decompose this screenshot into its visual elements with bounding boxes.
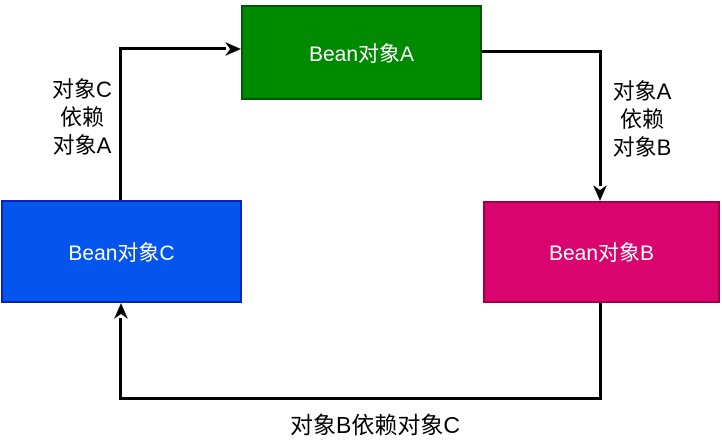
node-bean-c: Bean对象C: [1, 200, 242, 303]
edge-label-c-depends-on-a: 对象C 依赖 对象A: [34, 76, 130, 160]
edge-label-line: 依赖: [619, 107, 664, 132]
edge-label-line: 对象C: [52, 77, 112, 102]
node-bean-b-label: Bean对象B: [548, 242, 655, 265]
edge-a-to-b-vertical-line: [599, 50, 602, 186]
edge-label-line: 对象A: [612, 79, 672, 104]
edge-label-line: 对象A: [52, 133, 112, 158]
edge-label-b-depends-on-c: 对象B依赖对象C: [255, 406, 495, 440]
node-bean-a: Bean对象A: [241, 5, 482, 100]
edge-c-to-a-vertical-line: [119, 47, 122, 200]
edge-label-line: 依赖: [59, 105, 104, 130]
edge-c-to-a-horizontal-line: [119, 47, 226, 50]
edge-a-to-b-horizontal-line: [482, 50, 602, 53]
edge-label-a-depends-on-b: 对象A 依赖 对象B: [594, 78, 690, 162]
edge-label-line: 对象B: [612, 135, 672, 160]
arrowhead-up-icon: [114, 303, 128, 319]
edge-b-to-c-horizontal-line: [119, 397, 602, 400]
arrowhead-right-icon: [225, 42, 241, 56]
edge-b-to-c-vertical-line-right: [599, 303, 602, 400]
node-bean-c-label: Bean对象C: [68, 241, 175, 265]
edge-label-line: 对象B依赖对象C: [290, 412, 460, 438]
node-bean-a-label: Bean对象A: [308, 42, 415, 66]
node-bean-b: Bean对象B: [483, 201, 720, 303]
edge-b-to-c-vertical-line-left: [119, 318, 122, 400]
arrowhead-down-icon: [593, 185, 607, 201]
